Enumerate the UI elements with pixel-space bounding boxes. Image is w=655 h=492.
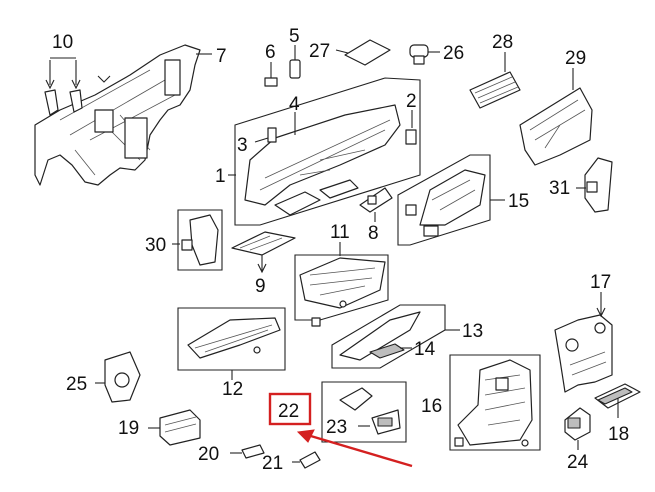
part-trim-30 [181, 214, 219, 266]
callout-28: 28 [492, 32, 513, 53]
part-clip-6 [264, 62, 278, 87]
part-cap-20 [230, 444, 265, 459]
callout-20: 20 [198, 444, 219, 465]
callout-3: 3 [237, 135, 248, 156]
part-panel-29 [519, 68, 593, 166]
callout-4: 4 [289, 94, 300, 115]
part-panel-25 [95, 351, 141, 403]
part-trim-31 [576, 157, 613, 213]
part-knob-26 [409, 44, 440, 65]
part-bracket-15 [405, 169, 486, 237]
callout-26: 26 [443, 43, 464, 64]
highlight-arrow [303, 432, 413, 468]
callout-27: 27 [309, 41, 330, 62]
callout-24: 24 [567, 452, 589, 473]
part-vent-28 [469, 52, 521, 109]
callout-25: 25 [66, 374, 87, 395]
part-bolt-5 [289, 45, 301, 79]
callout-8: 8 [368, 223, 379, 244]
callout-2: 2 [406, 91, 417, 112]
callout-22: 22 [278, 401, 299, 422]
callout-21: 21 [262, 453, 283, 474]
callout-9: 9 [255, 276, 266, 297]
part-cover-9 [231, 231, 296, 274]
part-trim-18 [594, 383, 641, 418]
callout-10: 10 [52, 32, 73, 53]
part-kneebolster-12 [187, 317, 281, 359]
callout-15: 15 [508, 191, 529, 212]
part-bracket-23 [339, 387, 401, 435]
callout-12: 12 [222, 379, 243, 400]
callout-16: 16 [421, 396, 442, 417]
part-pad-27 [335, 39, 391, 66]
part-bezel-17 [554, 292, 613, 393]
callout-29: 29 [565, 48, 586, 69]
highlighted-callout: 22 [268, 392, 413, 468]
part-panel-16 [454, 359, 533, 447]
part-cap-21 [292, 451, 321, 469]
highlight-box [268, 392, 312, 426]
part-switch-19 [148, 409, 201, 446]
callout-14: 14 [414, 339, 436, 360]
callout-6: 6 [265, 42, 276, 63]
callout-7: 7 [216, 46, 227, 67]
callout-5: 5 [289, 26, 300, 47]
callout-30: 30 [145, 235, 166, 256]
highlight-arrowhead [296, 429, 315, 443]
part-trim-14 [339, 311, 421, 361]
callout-11: 11 [330, 222, 350, 243]
part-screw-3 [254, 127, 277, 143]
callout-19: 19 [118, 418, 139, 439]
callout-17: 17 [590, 272, 611, 293]
part-bracket-8 [359, 187, 393, 222]
callout-31: 31 [549, 178, 570, 199]
callout-18: 18 [608, 424, 629, 445]
callout-23: 23 [326, 417, 347, 438]
part-dash-panel-4 [244, 104, 401, 216]
part-switch-24 [564, 407, 591, 450]
part-frame-assembly [34, 44, 201, 186]
callout-1: 1 [215, 166, 226, 187]
callout-13: 13 [462, 321, 483, 342]
part-glovebox-11 [299, 257, 386, 327]
part-clip-2 [405, 110, 417, 145]
callout-labels: 1 2 3 4 5 6 7 8 9 10 11 12 13 14 15 16 1… [52, 26, 629, 474]
